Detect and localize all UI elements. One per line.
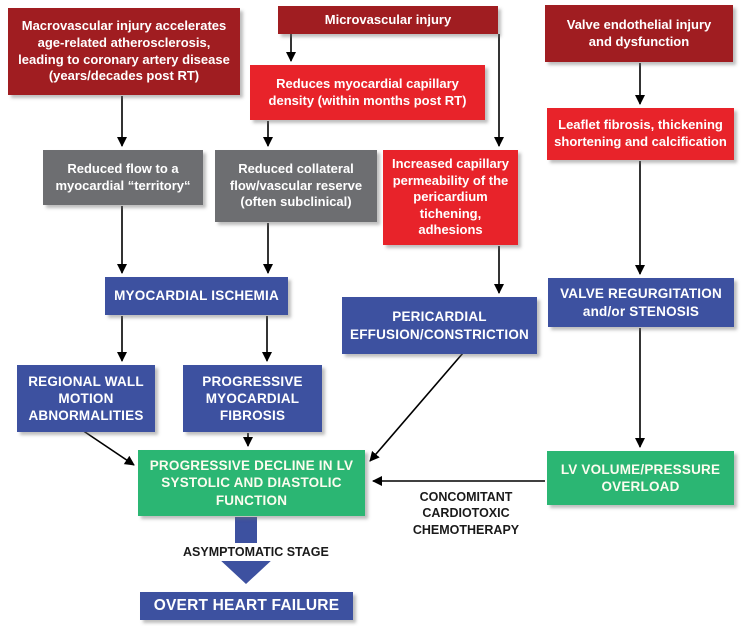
node-progressive-myocardial-fibrosis: PROGRESSIVE MYOCARDIAL FIBROSIS: [183, 365, 322, 432]
node-overt-heart-failure: OVERT HEART FAILURE: [140, 592, 353, 620]
node-regional-wall-motion: REGIONAL WALL MOTION ABNORMALITIES: [17, 365, 155, 432]
node-reduced-flow-territory: Reduced flow to a myocardial “territory“: [43, 150, 203, 205]
node-valve-endothelial-injury: Valve endothelial injury and dysfunction: [545, 5, 733, 62]
label-concomitant-chemotherapy: CONCOMITANT CARDIOTOXIC CHEMOTHERAPY: [412, 490, 520, 537]
node-reduces-capillary-density: Reduces myocardial capillary density (wi…: [250, 65, 485, 120]
node-increased-capillary-permeability: Increased capillary permeability of the …: [383, 150, 518, 245]
node-leaflet-fibrosis: Leaflet fibrosis, thickening shortening …: [547, 108, 734, 160]
node-myocardial-ischemia: MYOCARDIAL ISCHEMIA: [105, 277, 288, 315]
node-reduced-collateral-flow: Reduced collateral flow/vascular reserve…: [215, 150, 377, 222]
node-macrovascular-injury: Macrovascular injury accelerates age-rel…: [8, 8, 240, 95]
label-asymptomatic-stage: ASYMPTOMATIC STAGE: [178, 543, 334, 562]
node-pericardial-effusion: PERICARDIAL EFFUSION/CONSTRICTION: [342, 297, 537, 354]
node-lv-decline: PROGRESSIVE DECLINE IN LV SYSTOLIC AND D…: [138, 450, 365, 516]
node-valve-regurgitation: VALVE REGURGITATION and/or STENOSIS: [548, 278, 734, 327]
node-microvascular-injury: Microvascular injury: [278, 6, 498, 34]
node-lv-volume-pressure-overload: LV VOLUME/PRESSURE OVERLOAD: [547, 451, 734, 505]
arrow-effusion-to-lv-decline: [369, 352, 464, 462]
arrow-regional-wall-to-lv-decline: [81, 429, 135, 466]
